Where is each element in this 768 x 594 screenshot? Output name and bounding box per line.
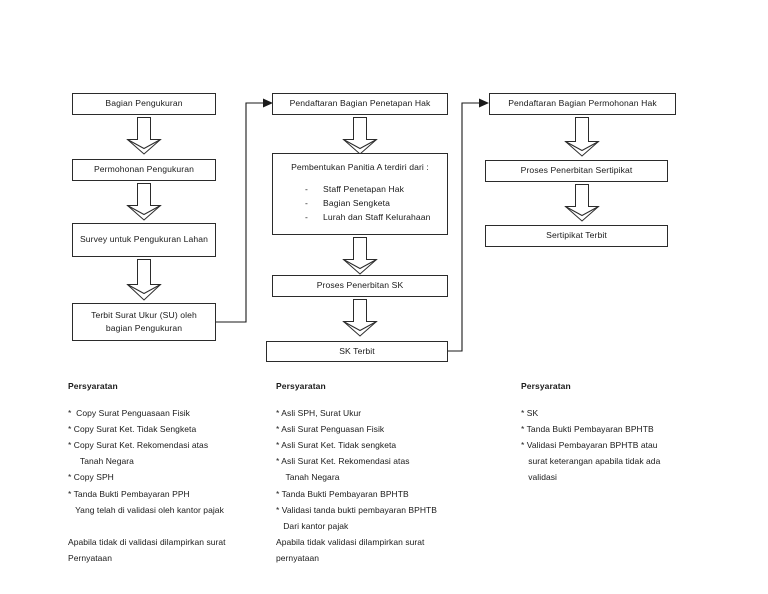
node-label: Survey untuk Pengukuran Lahan [79, 234, 209, 245]
node-terbit-surat-ukur[interactable]: Terbit Surat Ukur (SU) oleh bagian Pengu… [72, 303, 216, 341]
requirements-heading: Persyaratan [276, 381, 326, 391]
node-proses-penerbitan-sk[interactable]: Proses Penerbitan SK [272, 275, 448, 297]
dash-bullet: - [305, 184, 308, 195]
node-label: Pendaftaran Bagian Permohonan Hak [508, 98, 657, 109]
requirement-line: Apabila tidak validasi dilampirkan surat [276, 537, 425, 548]
requirement-line: * Tanda Bukti Pembayaran PPH [68, 488, 190, 499]
requirement-line: * Asli SPH, Surat Ukur [276, 407, 362, 418]
list-item-label: Staff Penetapan Hak [323, 184, 405, 195]
requirements-heading: Persyaratan [68, 381, 118, 391]
arrow-down-8 [564, 184, 600, 222]
list-item-label: Lurah dan Staff Kelurahaan [323, 212, 431, 223]
requirement-line: Dari kantor pajak [276, 520, 349, 531]
arrow-down-3 [126, 259, 162, 301]
requirement-line: Apabila tidak di validasi dilampirkan su… [68, 537, 226, 548]
node-label: Proses Penerbitan SK [316, 280, 404, 291]
node-permohonan-pengukuran[interactable]: Permohonan Pengukuran [72, 159, 216, 181]
arrow-down-6 [342, 299, 378, 337]
requirement-line: * Copy SPH [68, 472, 114, 483]
node-label: SK Terbit [339, 345, 375, 356]
requirement-line: * Tanda Bukti Pembayaran BPHTB [276, 488, 409, 499]
requirements-right: Persyaratan * SK * Tanda Bukti Pembayara… [521, 382, 741, 486]
arrow-down-5 [342, 237, 378, 275]
node-label: Permohonan Pengukuran [93, 164, 195, 175]
node-sk-terbit[interactable]: SK Terbit [266, 341, 448, 362]
dash-bullet: - [305, 198, 308, 209]
node-label: Bagian Pengukuran [105, 98, 183, 109]
node-bagian-pengukuran[interactable]: Bagian Pengukuran [72, 93, 216, 115]
list-item: - Lurah dan Staff Kelurahaan [283, 211, 437, 225]
node-survey-pengukuran-lahan[interactable]: Survey untuk Pengukuran Lahan [72, 223, 216, 257]
requirement-line: validasi [521, 472, 557, 483]
requirement-line: * Validasi Pembayaran BPHTB atau [521, 439, 658, 450]
requirement-line: * Copy Surat Ket. Tidak Sengketa [68, 423, 197, 434]
node-label: Pendaftaran Bagian Penetapan Hak [289, 98, 431, 109]
requirement-line: Yang telah di validasi oleh kantor pajak [68, 504, 224, 515]
node-pendaftaran-permohonan-hak[interactable]: Pendaftaran Bagian Permohonan Hak [489, 93, 676, 115]
arrow-down-1 [126, 117, 162, 155]
requirements-left: Persyaratan * Copy Surat Penguasaan Fisi… [68, 382, 278, 567]
connector-pengukuran-to-penetapan [216, 98, 273, 323]
requirement-line: surat keterangan apabila tidak ada [521, 456, 661, 467]
requirement-line: * Asli Surat Ket. Tidak sengketa [276, 439, 397, 450]
requirement-line: * Asli Surat Penguasan Fisik [276, 423, 385, 434]
requirement-line: Tanah Negara [276, 472, 340, 483]
dash-bullet: - [305, 212, 308, 223]
connector-penetapan-to-permohonan [448, 98, 489, 352]
requirement-line: * Copy Surat Ket. Rekomendasi atas [68, 439, 209, 450]
requirement-line: * Validasi tanda bukti pembayaran BPHTB [276, 504, 438, 515]
arrow-down-7 [564, 117, 600, 157]
requirement-line: * Asli Surat Ket. Rekomendasi atas [276, 456, 410, 467]
node-pendaftaran-penetapan-hak[interactable]: Pendaftaran Bagian Penetapan Hak [272, 93, 448, 115]
node-label: Proses Penerbitan Sertipikat [520, 165, 633, 176]
requirement-line-spacer [68, 518, 278, 534]
panitia-list: - Staff Penetapan Hak - Bagian Sengketa … [283, 183, 437, 225]
requirement-line: * SK [521, 407, 539, 418]
panitia-title: Pembentukan Panitia A terdiri dari : [291, 162, 429, 172]
node-pembentukan-panitia-a[interactable]: Pembentukan Panitia A terdiri dari : - S… [272, 153, 448, 235]
node-proses-penerbitan-sertipikat[interactable]: Proses Penerbitan Sertipikat [485, 160, 668, 182]
requirement-line: * Tanda Bukti Pembayaran BPHTB [521, 423, 654, 434]
requirements-middle: Persyaratan * Asli SPH, Surat Ukur * Asl… [276, 382, 491, 567]
list-item: - Staff Penetapan Hak [283, 183, 437, 197]
arrow-down-4 [342, 117, 378, 155]
node-label: Terbit Surat Ukur (SU) oleh bagian Pengu… [91, 309, 197, 333]
list-item-label: Bagian Sengketa [323, 198, 390, 209]
node-label: Sertipikat Terbit [546, 230, 607, 241]
requirement-line: pernyataan [276, 553, 320, 564]
requirement-line: Tanah Negara [68, 456, 134, 467]
node-sertipikat-terbit[interactable]: Sertipikat Terbit [485, 225, 668, 247]
requirement-line: Pernyataan [68, 553, 112, 564]
list-item: - Bagian Sengketa [283, 197, 437, 211]
requirement-line: * Copy Surat Penguasaan Fisik [68, 407, 190, 418]
requirements-heading: Persyaratan [521, 381, 571, 391]
arrow-down-2 [126, 183, 162, 221]
